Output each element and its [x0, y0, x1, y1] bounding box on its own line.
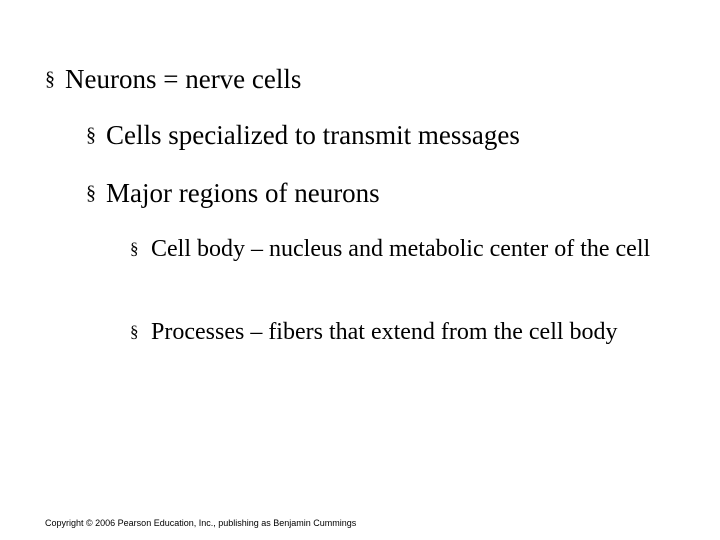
bullet-marker: §	[86, 124, 96, 146]
bullet-neurons: § Neurons = nerve cells	[45, 62, 685, 96]
bullet-processes: § Processes – fibers that extend from th…	[130, 315, 660, 349]
bullet-text: Neurons = nerve cells	[65, 64, 302, 94]
bullet-cells-specialized: § Cells specialized to transmit messages	[86, 118, 686, 152]
bullet-major-regions: § Major regions of neurons	[86, 176, 686, 210]
bullet-marker: §	[86, 182, 96, 204]
bullet-marker: §	[130, 239, 139, 258]
bullet-text: Cell body – nucleus and metabolic center…	[151, 236, 651, 262]
bullet-text: Processes – fibers that extend from the …	[151, 319, 618, 345]
copyright-footer: Copyright © 2006 Pearson Education, Inc.…	[45, 518, 357, 528]
bullet-text: Cells specialized to transmit messages	[106, 120, 520, 150]
bullet-text: Major regions of neurons	[106, 178, 380, 208]
bullet-cell-body: § Cell body – nucleus and metabolic cent…	[130, 232, 660, 266]
bullet-marker: §	[45, 68, 55, 90]
bullet-marker: §	[130, 322, 139, 341]
